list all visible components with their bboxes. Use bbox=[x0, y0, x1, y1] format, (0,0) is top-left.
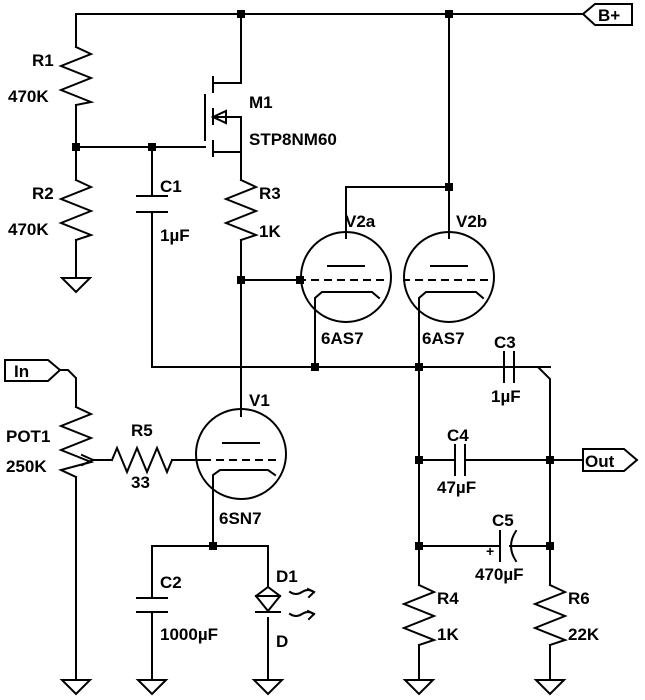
c5-ref: C5 bbox=[492, 511, 514, 530]
c4-ref: C4 bbox=[447, 426, 469, 445]
r6-value: 22K bbox=[568, 625, 600, 644]
junction-dot bbox=[546, 456, 554, 464]
junction-dot bbox=[415, 363, 423, 371]
junction-dot bbox=[148, 143, 156, 151]
r6-ref: R6 bbox=[568, 589, 590, 608]
r1-resistor-symbol bbox=[58, 45, 95, 107]
r1-value: 470K bbox=[8, 87, 49, 106]
m1-value: STP8NM60 bbox=[249, 130, 337, 149]
c1-ref: C1 bbox=[160, 177, 182, 196]
c2-capacitor-symbol bbox=[136, 597, 168, 613]
v1-value: 6SN7 bbox=[219, 509, 262, 528]
c2-ref: C2 bbox=[160, 573, 182, 592]
v2b-value: 6AS7 bbox=[422, 329, 465, 348]
c3-capacitor-symbol bbox=[503, 351, 515, 383]
c3-value: 1µF bbox=[491, 387, 521, 406]
junction-dot bbox=[415, 456, 423, 464]
junction-dot bbox=[311, 363, 319, 371]
c2-value: 1000µF bbox=[160, 625, 218, 644]
d1-ref: D1 bbox=[276, 567, 298, 586]
junction-dot bbox=[445, 183, 453, 191]
v1-triode-tube-symbol bbox=[195, 408, 287, 500]
junction-dot bbox=[209, 542, 217, 550]
junction-dot bbox=[237, 10, 245, 18]
ground-icon bbox=[59, 277, 93, 294]
v1-ref: V1 bbox=[249, 391, 270, 410]
d1-value: D bbox=[276, 632, 288, 651]
pot1-value: 250K bbox=[6, 457, 47, 476]
ground-icon bbox=[402, 679, 436, 696]
r3-resistor-symbol bbox=[223, 178, 259, 242]
m1-mosfet-symbol bbox=[204, 76, 242, 157]
output-port: Out bbox=[582, 448, 639, 472]
r2-ref: R2 bbox=[32, 184, 54, 203]
input-label: In bbox=[14, 362, 29, 381]
r5-value: 33 bbox=[131, 473, 150, 492]
v2a-ref: V2a bbox=[345, 212, 376, 231]
r5-resistor-symbol bbox=[110, 445, 174, 475]
junction-dot bbox=[445, 10, 453, 18]
v2b-ref: V2b bbox=[456, 212, 487, 231]
d1-led-symbol bbox=[254, 585, 316, 621]
r3-ref: R3 bbox=[259, 184, 281, 203]
v2a-triode-tube-symbol bbox=[299, 231, 392, 323]
wires bbox=[59, 13, 584, 681]
ground-icon bbox=[251, 679, 285, 696]
c4-capacitor-symbol bbox=[454, 444, 466, 476]
r4-resistor-symbol bbox=[401, 583, 437, 647]
r4-value: 1K bbox=[437, 625, 459, 644]
ground-icon bbox=[135, 679, 169, 696]
r2-value: 470K bbox=[8, 220, 49, 239]
m1-ref: M1 bbox=[249, 93, 273, 112]
r5-ref: R5 bbox=[131, 421, 153, 440]
v2a-value: 6AS7 bbox=[321, 329, 364, 348]
c1-value: 1µF bbox=[160, 226, 190, 245]
r1-ref: R1 bbox=[32, 51, 54, 70]
r6-resistor-symbol bbox=[532, 583, 568, 647]
junction-dot bbox=[546, 542, 554, 550]
r3-value: 1K bbox=[259, 222, 281, 241]
c3-ref: C3 bbox=[494, 333, 516, 352]
junction-dot bbox=[237, 276, 245, 284]
c5-value: 470µF bbox=[475, 565, 524, 584]
bplus-port: B+ bbox=[581, 3, 633, 26]
input-port: In bbox=[4, 359, 62, 382]
junction-dot bbox=[415, 542, 423, 550]
junction-dot bbox=[72, 143, 80, 151]
output-label: Out bbox=[585, 452, 615, 471]
pot1-potentiometer-symbol bbox=[58, 405, 95, 479]
ground-icon bbox=[59, 679, 93, 696]
v2b-triode-tube-symbol bbox=[403, 231, 495, 323]
r4-ref: R4 bbox=[437, 589, 459, 608]
c5-plus-sign: + bbox=[486, 543, 494, 559]
r2-resistor-symbol bbox=[58, 178, 94, 242]
c5-polarized-capacitor-symbol: + bbox=[486, 529, 518, 563]
pot1-ref: POT1 bbox=[6, 427, 50, 446]
ground-icon bbox=[533, 679, 567, 696]
bplus-label: B+ bbox=[598, 6, 620, 25]
c4-value: 47µF bbox=[437, 478, 476, 497]
c1-capacitor-symbol bbox=[136, 195, 168, 213]
